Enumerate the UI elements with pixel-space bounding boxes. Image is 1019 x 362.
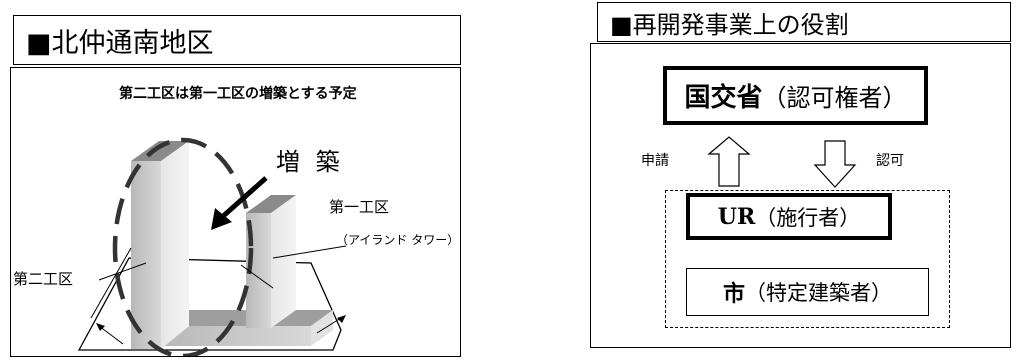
- apply-arrow-up: [707, 136, 751, 187]
- authority-role: （認可権者）: [762, 84, 907, 112]
- block1-top: [246, 195, 296, 213]
- authority-box: 国交省 （認可権者）: [663, 66, 928, 125]
- extension-arrowhead: [211, 208, 232, 230]
- block2-label: 第二工区: [13, 270, 74, 288]
- block2-side: [161, 141, 189, 349]
- block1-pointer: [240, 264, 274, 289]
- city-name: 市: [722, 281, 745, 307]
- block2-front: [131, 161, 161, 349]
- plan-caption: 第二工区は第一工区の増築とする予定: [119, 86, 357, 102]
- executor-group: [665, 190, 950, 328]
- authority-name: 国交省: [684, 83, 763, 113]
- extension-label: 増 築: [276, 148, 344, 176]
- flow-arrows: [707, 136, 857, 188]
- approve-arrow-down: [813, 140, 857, 188]
- site-pointer-right: [316, 317, 342, 334]
- right-title: ■再開発事業上の役割: [610, 10, 849, 39]
- extension-ellipse: [112, 137, 254, 356]
- apply-label: 申請: [641, 153, 669, 169]
- left-title: ■北仲通南地区: [26, 27, 214, 59]
- city-box: 市 （特定建築者）: [686, 268, 929, 316]
- block1-sublabel: （アイランド タワー）: [336, 233, 460, 247]
- left-title-box: ■北仲通南地区: [13, 15, 461, 65]
- block2-pointer: [90, 247, 132, 319]
- city-role: （特定建築者）: [745, 281, 892, 305]
- implementer-role: （施行者）: [755, 205, 861, 230]
- extension-arrow: [219, 176, 268, 220]
- block1-leader: [272, 245, 347, 259]
- block1-side: [271, 195, 296, 328]
- approve-label: 認可: [876, 153, 904, 169]
- block2-top: [131, 141, 189, 161]
- building-illustration: [77, 137, 347, 356]
- site-pointer-left: [98, 325, 124, 345]
- site-outline: [77, 257, 342, 351]
- base-slab-front: [161, 326, 311, 346]
- right-title-box: ■再開発事業上の役割: [597, 2, 1011, 42]
- left-diagram-panel: 第二工区は第一工区の増築とする予定: [10, 67, 461, 357]
- implementer-box: UR （施行者）: [686, 193, 892, 240]
- block2-leader: [98, 262, 147, 281]
- right-diagram-panel: 国交省 （認可権者） 申請 認可 UR （施行者） 市 （特定建築者）: [590, 43, 1011, 348]
- block1-label: 第一工区: [329, 198, 390, 216]
- implementer-name: UR: [717, 203, 756, 230]
- base-slab-side: [311, 310, 333, 346]
